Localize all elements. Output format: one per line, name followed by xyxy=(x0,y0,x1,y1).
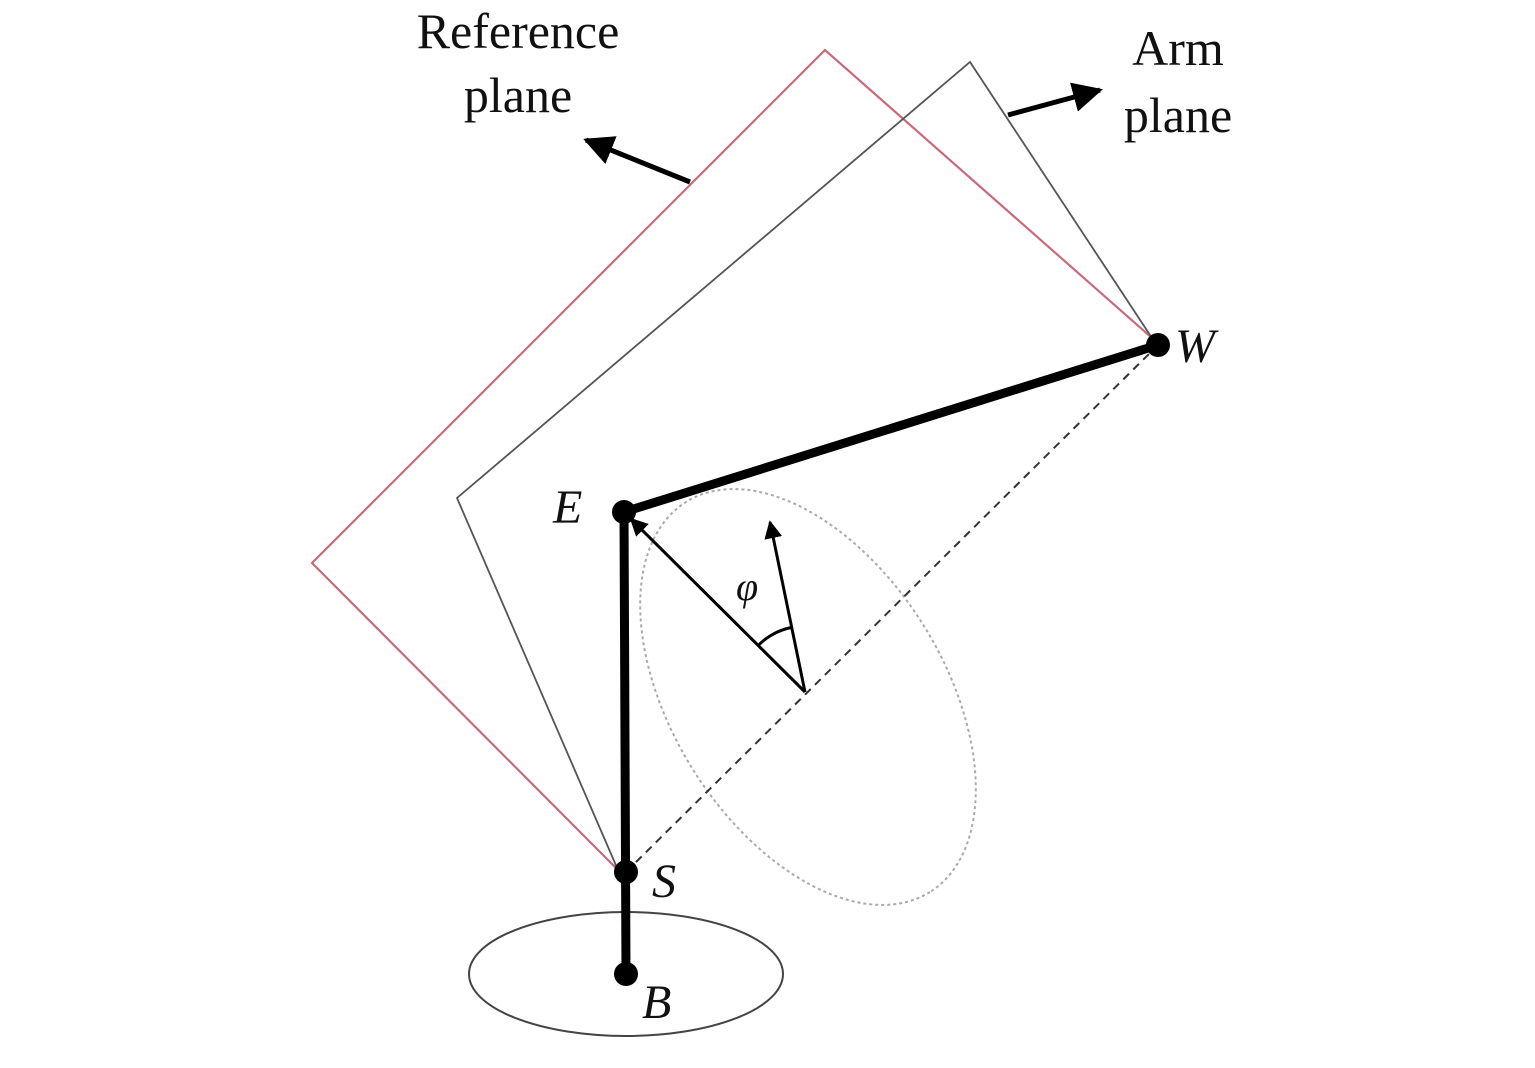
swivel-angle-label: φ xyxy=(736,564,758,609)
arm-plane-pointer-arrow xyxy=(1007,82,1103,118)
base-label: B xyxy=(642,976,671,1029)
reference-plane-pointer-arrow xyxy=(583,136,691,185)
arm-plane-label-line2: plane xyxy=(1124,87,1232,143)
elbow-joint-point xyxy=(612,500,636,524)
elbow-to-wrist-link xyxy=(619,340,1163,517)
wrist-joint-point xyxy=(1146,333,1170,357)
shoulder-joint-point xyxy=(614,860,638,884)
reference-plane-label-line2: plane xyxy=(464,67,572,123)
swivel-circle xyxy=(639,488,977,906)
elbow-label: E xyxy=(552,481,582,534)
reference-plane-outline xyxy=(310,48,1153,871)
elbow-direction-arrow xyxy=(629,517,807,694)
angle-arc xyxy=(757,625,793,647)
base-to-elbow-link xyxy=(619,507,631,979)
wrist-label: W xyxy=(1175,320,1219,373)
arm-plane-outline xyxy=(455,60,1153,871)
arm-plane-label-line1: Arm xyxy=(1132,20,1224,76)
base-joint-point xyxy=(614,962,638,986)
reference-direction-arrow xyxy=(764,520,807,693)
reference-plane-label-line1: Reference xyxy=(417,3,620,59)
shoulder-label: S xyxy=(652,855,676,908)
